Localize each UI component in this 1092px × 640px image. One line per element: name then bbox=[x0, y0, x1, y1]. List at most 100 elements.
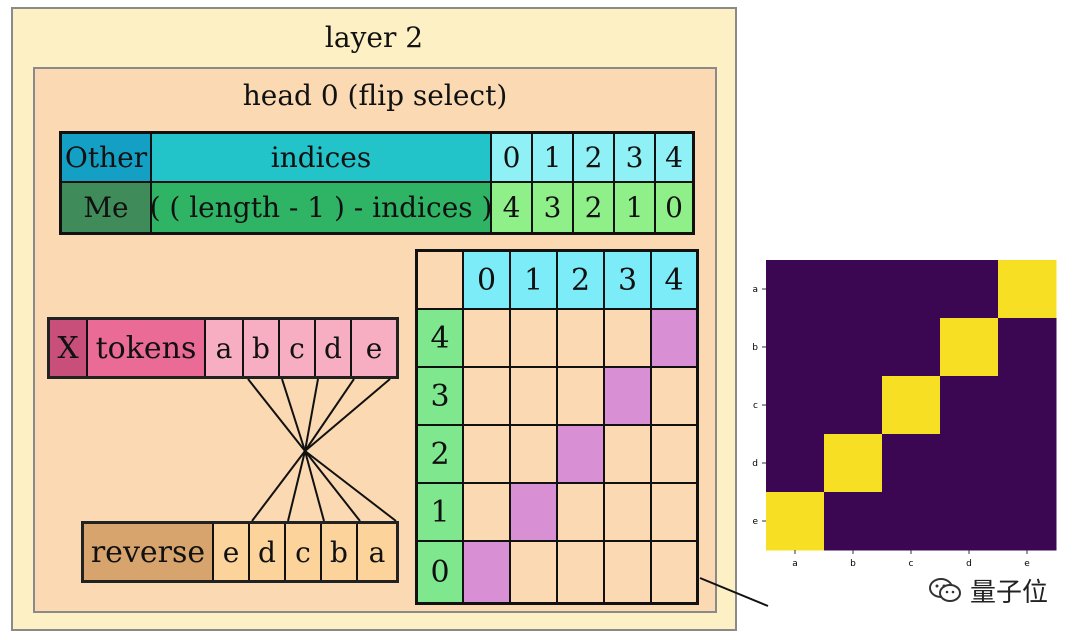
heatmap-cell bbox=[766, 318, 825, 377]
matrix-cell bbox=[558, 368, 605, 426]
heatmap-cell bbox=[882, 492, 941, 551]
heatmap-cell bbox=[766, 376, 825, 435]
heatmap-cell bbox=[998, 434, 1057, 493]
other-value: 0 bbox=[492, 134, 533, 183]
reverse-cell: b bbox=[322, 524, 358, 580]
heatmap-cell bbox=[824, 492, 883, 551]
me-value: 2 bbox=[574, 183, 615, 232]
reverse-cell: c bbox=[286, 524, 322, 580]
heatmap-x-label: c bbox=[909, 559, 914, 569]
matrix-cell bbox=[652, 426, 696, 484]
heatmap-cell bbox=[940, 260, 999, 319]
heatmap-cell bbox=[940, 492, 999, 551]
cross-line-upper bbox=[304, 378, 355, 452]
heatmap-cell-active bbox=[998, 260, 1057, 319]
heatmap-cell bbox=[882, 434, 941, 493]
matrix-row-header: 2 bbox=[418, 426, 464, 484]
matrix-cell bbox=[464, 484, 511, 542]
heatmap-cell bbox=[882, 260, 941, 319]
heatmap-x-label: d bbox=[966, 559, 972, 569]
heatmap-y-label: b bbox=[752, 343, 758, 353]
matrix-corner bbox=[418, 252, 464, 310]
matrix-cell-selected bbox=[652, 310, 696, 368]
reverse-cell: e bbox=[214, 524, 250, 580]
matrix-cell-selected bbox=[605, 368, 652, 426]
heatmap-cell bbox=[824, 376, 883, 435]
cross-line-upper bbox=[281, 378, 306, 452]
other-value: 1 bbox=[533, 134, 574, 183]
reverse-cell: a bbox=[358, 524, 396, 580]
cross-line-upper bbox=[304, 378, 319, 452]
matrix-row-header: 1 bbox=[418, 484, 464, 542]
matrix-cell bbox=[511, 368, 558, 426]
heatmap-cell-active bbox=[882, 376, 941, 435]
reverse-cell: d bbox=[250, 524, 286, 580]
cross-line-lower bbox=[251, 450, 306, 522]
matrix-col-header: 4 bbox=[652, 252, 696, 310]
token-cell: c bbox=[280, 320, 316, 376]
cross-line-upper bbox=[304, 378, 391, 452]
cross-line-lower bbox=[287, 450, 306, 522]
me-value: 4 bbox=[492, 183, 533, 232]
me-value: 3 bbox=[533, 183, 574, 232]
matrix-cell bbox=[605, 310, 652, 368]
input-tokens-row: X tokens a b c d e bbox=[47, 317, 399, 379]
matrix-cell bbox=[652, 484, 696, 542]
matrix-cell bbox=[464, 368, 511, 426]
other-expr: indices bbox=[152, 134, 492, 183]
heatmap-cell bbox=[882, 318, 941, 377]
matrix-cell bbox=[464, 426, 511, 484]
matrix-cell-selected bbox=[511, 484, 558, 542]
reverse-label: reverse bbox=[84, 524, 214, 580]
heatmap-y-label: d bbox=[752, 459, 758, 469]
matrix-cell bbox=[464, 310, 511, 368]
heatmap-cell bbox=[824, 318, 883, 377]
cross-line-upper bbox=[247, 378, 306, 452]
other-value: 3 bbox=[615, 134, 656, 183]
matrix-col-header: 0 bbox=[464, 252, 511, 310]
other-label: Other bbox=[62, 134, 152, 183]
heatmap-x-label: b bbox=[850, 559, 856, 569]
matrix-cell bbox=[558, 310, 605, 368]
matrix-row-header: 4 bbox=[418, 310, 464, 368]
matrix-row-header: 3 bbox=[418, 368, 464, 426]
output-reverse-row: reverse e d c b a bbox=[81, 521, 399, 583]
wechat-icon bbox=[929, 578, 961, 602]
matrix-col-header: 1 bbox=[511, 252, 558, 310]
watermark: 量子位 bbox=[928, 570, 1068, 610]
matrix-col-header: 3 bbox=[605, 252, 652, 310]
layer-title: layer 2 bbox=[324, 21, 424, 54]
me-label: Me bbox=[62, 183, 152, 232]
other-value: 2 bbox=[574, 134, 615, 183]
matrix-cell-selected bbox=[558, 426, 605, 484]
heatmap-y-label: c bbox=[753, 401, 758, 411]
layer-panel: layer 2 head 0 (flip select) Other indic… bbox=[11, 7, 737, 631]
matrix-col-header: 2 bbox=[558, 252, 605, 310]
x-label: X bbox=[50, 320, 88, 376]
token-cell: e bbox=[352, 320, 396, 376]
matrix-cell bbox=[652, 368, 696, 426]
heatmap-x-label: e bbox=[1024, 559, 1030, 569]
cross-line-lower bbox=[304, 450, 397, 522]
heatmap-cell bbox=[766, 260, 825, 319]
token-cell: d bbox=[316, 320, 352, 376]
heatmap-cell bbox=[824, 260, 883, 319]
head-panel: head 0 (flip select) Other indices 0 1 2… bbox=[33, 67, 717, 613]
matrix-cell bbox=[511, 426, 558, 484]
heatmap-cell bbox=[940, 376, 999, 435]
heatmap-cell bbox=[940, 434, 999, 493]
token-cell: a bbox=[206, 320, 244, 376]
me-value: 1 bbox=[615, 183, 656, 232]
heatmap-y-label: a bbox=[752, 285, 758, 295]
heatmap-cell bbox=[998, 376, 1057, 435]
watermark-text: 量子位 bbox=[970, 577, 1049, 608]
me-expr: ( ( length - 1 ) - indices ) bbox=[150, 183, 492, 232]
me-value: 0 bbox=[656, 183, 692, 232]
heatmap-cell-active bbox=[824, 434, 883, 493]
matrix-cell bbox=[605, 426, 652, 484]
tokens-label: tokens bbox=[88, 320, 206, 376]
head-title: head 0 (flip select) bbox=[242, 79, 508, 112]
heatmap-cell bbox=[998, 318, 1057, 377]
